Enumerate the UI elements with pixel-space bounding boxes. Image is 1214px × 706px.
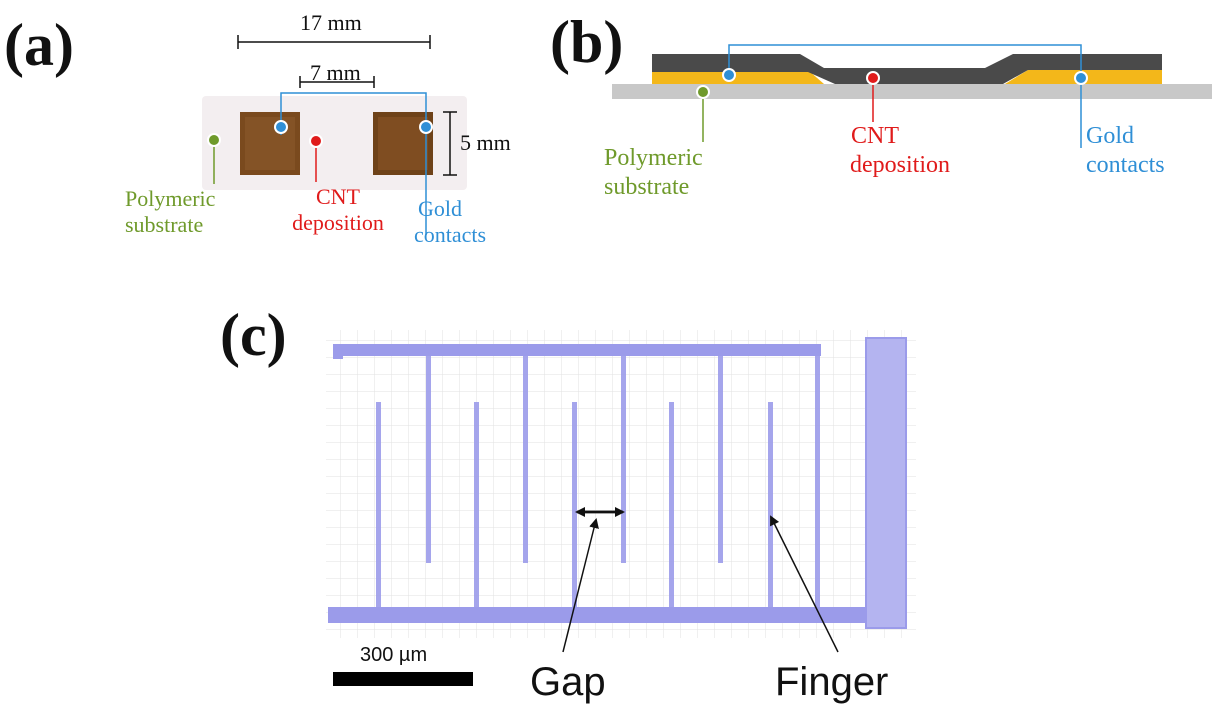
finger-top bbox=[815, 350, 820, 615]
gold-label-b: Gold contacts bbox=[1086, 123, 1165, 178]
top-bus-bar bbox=[333, 344, 821, 356]
panel-b-cross-section bbox=[612, 54, 1212, 99]
finger-bottom bbox=[572, 402, 577, 612]
cnt-label-b: CNT deposition bbox=[850, 123, 950, 178]
interdigitated-fingers bbox=[376, 350, 820, 615]
gold-label-a: Gold contacts bbox=[414, 196, 487, 248]
panel-a-label: (a) bbox=[4, 12, 74, 78]
substrate-label-b: Polymeric substrate bbox=[604, 145, 703, 200]
finger-bottom bbox=[768, 402, 773, 612]
dimension-gap-label: 7 mm bbox=[310, 60, 361, 85]
side-contact-pad bbox=[865, 337, 907, 629]
finger-pointer bbox=[770, 515, 839, 653]
panel-c-electrode bbox=[326, 330, 916, 638]
scale-bar-label: 300 µm bbox=[360, 644, 428, 666]
panel-a-photo bbox=[202, 96, 467, 190]
cnt-layer bbox=[652, 54, 1162, 84]
substrate-label-a: Polymeric substrate bbox=[125, 186, 216, 238]
finger-label: Finger bbox=[775, 660, 889, 704]
bottom-bus-bar bbox=[328, 607, 868, 623]
substrate-layer bbox=[612, 84, 1212, 99]
panel-c-label: (c) bbox=[220, 302, 287, 368]
finger-top bbox=[426, 350, 431, 563]
panel-b-label: (b) bbox=[550, 9, 624, 75]
gap-label: Gap bbox=[530, 660, 606, 704]
finger-top bbox=[718, 350, 723, 563]
finger-top bbox=[621, 350, 626, 563]
finger-bottom bbox=[474, 402, 479, 612]
dimension-lines-a bbox=[237, 35, 457, 176]
finger-top bbox=[523, 350, 528, 563]
markers-b bbox=[696, 68, 1088, 99]
gap-pointer bbox=[562, 518, 599, 653]
scale-bar bbox=[333, 672, 473, 686]
markers-a bbox=[207, 120, 433, 148]
connectors-b bbox=[702, 44, 1082, 148]
dimension-height-label: 5 mm bbox=[460, 130, 511, 155]
cnt-label-a: CNT deposition bbox=[292, 184, 384, 236]
dimension-width-label: 17 mm bbox=[300, 10, 362, 35]
finger-bottom bbox=[376, 402, 381, 612]
finger-bottom bbox=[669, 402, 674, 612]
gold-layer-left bbox=[652, 70, 824, 84]
